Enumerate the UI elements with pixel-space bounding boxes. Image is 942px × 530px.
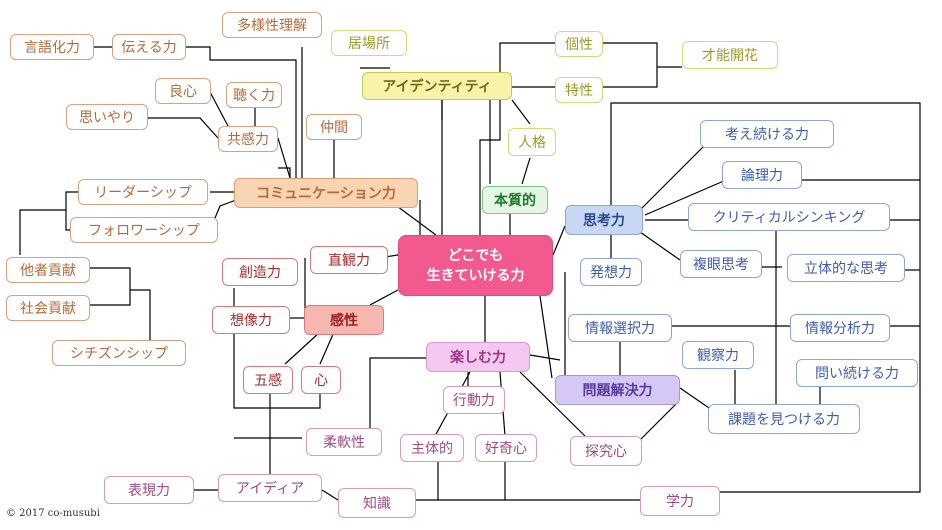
node-jouhou-sentaku: 情報選択力 bbox=[568, 314, 672, 342]
node-sozo: 創造力 bbox=[222, 258, 298, 286]
node-shutai: 主体的 bbox=[400, 434, 464, 462]
node-honshitsu: 本質的 bbox=[482, 186, 548, 214]
node-mondai: 問題解決力 bbox=[555, 375, 680, 405]
node-hyougen: 表現力 bbox=[104, 476, 194, 504]
node-gakuryoku: 学力 bbox=[640, 486, 720, 516]
node-ronri: 論理力 bbox=[722, 161, 802, 189]
node-tokusei: 特性 bbox=[555, 77, 603, 103]
center-line-2: 生きていける力 bbox=[426, 267, 525, 284]
node-juunan: 柔軟性 bbox=[306, 428, 382, 456]
center-line-1: どこでも bbox=[447, 247, 504, 264]
node-chishiki: 知識 bbox=[338, 488, 416, 518]
node-ibasho: 居場所 bbox=[331, 30, 407, 56]
node-kansei: 感性 bbox=[304, 305, 384, 335]
node-gengoka: 言語化力 bbox=[10, 34, 94, 60]
node-tankyu: 探究心 bbox=[570, 436, 642, 466]
node-tasha: 他者貢献 bbox=[6, 257, 90, 283]
node-tanoshimu: 楽しむ力 bbox=[426, 342, 530, 372]
node-shakai: 社会貢献 bbox=[6, 295, 90, 321]
node-leadership: リーダーシップ bbox=[78, 179, 208, 205]
node-kyoukan: 共感力 bbox=[218, 126, 278, 152]
node-idea: アイディア bbox=[218, 474, 322, 502]
node-followership: フォロワーシップ bbox=[70, 217, 218, 243]
node-jinkaku: 人格 bbox=[508, 128, 556, 156]
node-koudou: 行動力 bbox=[443, 386, 505, 414]
node-kangae: 考え続ける力 bbox=[700, 120, 834, 148]
node-citizenship: シチズンシップ bbox=[52, 340, 186, 366]
node-kokoro: 心 bbox=[301, 366, 341, 394]
node-kosei: 個性 bbox=[555, 31, 603, 57]
node-jouhou-bunseki: 情報分析力 bbox=[790, 314, 890, 342]
node-saino: 才能開花 bbox=[682, 41, 778, 69]
node-fukugan: 複眼思考 bbox=[680, 250, 762, 278]
node-communication: コミュニケーション力 bbox=[234, 178, 418, 208]
node-ryoushin: 良心 bbox=[155, 78, 211, 104]
node-kansatsu: 観察力 bbox=[682, 341, 754, 369]
node-kouki: 好奇心 bbox=[475, 434, 537, 462]
node-critical: クリティカルシンキング bbox=[688, 203, 890, 231]
node-toi: 問い続ける力 bbox=[796, 359, 918, 387]
center-node: どこでも 生きていける力 bbox=[398, 235, 553, 296]
node-omoiyari: 思いやり bbox=[66, 104, 148, 130]
node-rittai: 立体的な思考 bbox=[787, 254, 905, 282]
copyright-text: © 2017 co-musubi bbox=[6, 508, 100, 519]
node-hassou: 発想力 bbox=[580, 258, 642, 286]
node-shikou: 思考力 bbox=[565, 205, 643, 235]
node-tayousei: 多様性理解 bbox=[222, 12, 322, 38]
node-gokan: 五感 bbox=[243, 366, 293, 394]
node-kadai: 課題を見つける力 bbox=[708, 404, 860, 434]
node-identity: アイデンティティ bbox=[362, 72, 512, 100]
node-kiku: 聴く力 bbox=[226, 82, 282, 108]
node-souzou: 想像力 bbox=[212, 306, 290, 334]
node-chokkan: 直観力 bbox=[310, 246, 388, 274]
node-tsutaeru: 伝える力 bbox=[112, 34, 186, 60]
node-nakama: 仲間 bbox=[306, 114, 362, 140]
